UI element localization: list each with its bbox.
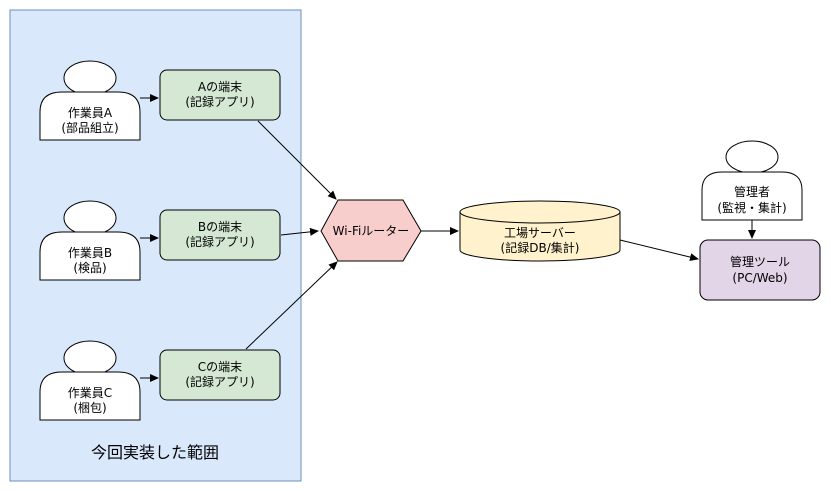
arrow-terminal-b-to-router [280,227,319,236]
worker-a-role: (部品組立) [61,120,118,135]
manager-body [701,171,803,221]
factory-server-subtitle: (記録DB/集計) [501,240,580,255]
worker-c-name: 作業員C [68,386,112,400]
arrow-terminal-c-to-router [245,261,338,350]
management-tool-subtitle: (PC/Web) [732,271,787,285]
worker-c-body [39,371,141,421]
factory-server-title: 工場サーバー [504,226,576,240]
worker-a-head [63,60,117,96]
worker-c-role: (梱包) [73,401,106,415]
worker-a-name: 作業員A [68,106,113,120]
worker-b: 作業員B (検品) [39,200,141,281]
connectors [140,94,756,382]
manager: 管理者 (監視・集計) [701,140,803,221]
terminal-a-box [159,69,281,121]
arrow-server-to-tool [619,239,699,261]
terminal-c-box [159,349,281,401]
terminal-b-title: Bの端末 [198,220,242,234]
terminal-b: Bの端末 (記録アプリ) [159,209,281,261]
wifi-router-label: Wi-Fiルーター [333,224,410,238]
worker-a: 作業員A (部品組立) [39,60,141,141]
wifi-router: Wi-Fiルーター [320,199,422,262]
worker-c: 作業員C (梱包) [39,340,141,421]
worker-a-body [39,91,141,141]
management-tool-box [699,239,821,301]
terminal-b-subtitle: (記録アプリ) [185,234,254,249]
worker-b-body [39,231,141,281]
manager-head [725,140,779,174]
manager-name: 管理者 [734,184,770,199]
worker-b-role: (検品) [73,261,106,275]
wifi-router-hexagon [320,199,422,262]
management-tool-title: 管理ツール [730,254,790,269]
management-tool: 管理ツール (PC/Web) [699,239,821,301]
terminal-a-subtitle: (記録アプリ) [185,94,254,109]
worker-c-head [63,340,117,376]
terminal-a: Aの端末 (記録アプリ) [159,69,281,121]
scope-label: 今回実装した範囲 [91,443,219,462]
factory-server-top [459,200,621,224]
terminal-c-subtitle: (記録アプリ) [185,374,254,389]
terminal-a-title: Aの端末 [198,80,242,94]
terminal-c: Cの端末 (記録アプリ) [159,349,281,401]
worker-b-head [63,200,117,236]
worker-b-name: 作業員B [68,246,112,260]
arrow-terminal-a-to-router [257,120,337,200]
terminal-c-title: Cの端末 [198,360,242,374]
factory-server-body [459,212,621,262]
manager-role: (監視・集計) [717,200,786,215]
terminal-b-box [159,209,281,261]
factory-server: 工場サーバー (記録DB/集計) [459,200,621,262]
